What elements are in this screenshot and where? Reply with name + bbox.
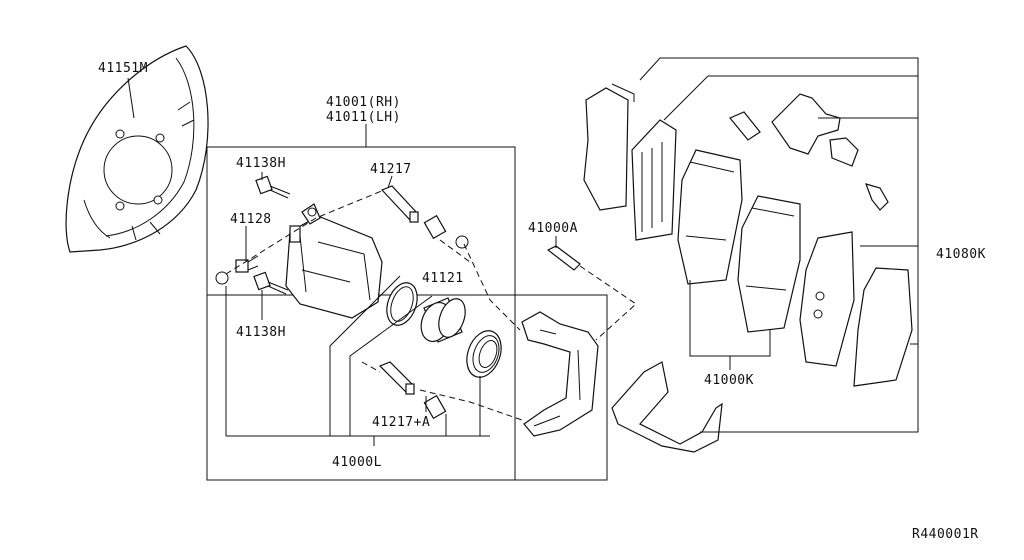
- pin-boot-bottom-part: [423, 394, 447, 420]
- label-41128: 41128: [230, 212, 272, 227]
- brake-pad-outer-part: [677, 149, 743, 285]
- piston-seal-part: [386, 282, 418, 326]
- label-41001-rh: 41001(RH): [326, 95, 401, 110]
- bleeder-screw-part: [215, 255, 259, 285]
- caliper-bracket-part: [521, 245, 599, 437]
- label-41080K: 41080K: [936, 247, 986, 262]
- label-41217: 41217: [370, 162, 412, 177]
- pad-clip-top-part: [729, 93, 889, 211]
- piston-part: [420, 297, 466, 343]
- leader-lines: [127, 57, 919, 446]
- slide-pin-top-part: [380, 185, 419, 223]
- caliper-group-frame: [206, 146, 516, 481]
- label-41138H-bottom: 41138H: [236, 325, 286, 340]
- shim-outer-part: [583, 83, 635, 211]
- brake-pad-inner-part: [737, 195, 801, 333]
- guide-bolt-top-part: [255, 175, 291, 199]
- caliper-body-part: [285, 203, 383, 319]
- pad-clip-bottom-part: [611, 361, 723, 453]
- label-41138H-top: 41138H: [236, 156, 286, 171]
- label-41217A: 41217+A: [372, 415, 430, 430]
- shim-kit-a-part: [799, 231, 855, 367]
- guide-bolt-bottom-part: [253, 271, 289, 295]
- label-41121: 41121: [422, 271, 464, 286]
- assembly-dashed-lines: [225, 189, 637, 421]
- label-41000K: 41000K: [704, 373, 754, 388]
- pin-boot-top-part: [423, 214, 469, 249]
- label-41000A: 41000A: [528, 221, 578, 236]
- dust-shield-part: [65, 45, 209, 253]
- label-41000L: 41000L: [332, 455, 382, 470]
- shim-kit-b-part: [853, 267, 913, 387]
- slide-pin-bottom-part: [378, 361, 415, 395]
- piston-boot-part: [466, 330, 502, 378]
- label-41011-lh: 41011(LH): [326, 110, 401, 125]
- diagram-reference-code: R440001R: [912, 527, 979, 542]
- shim-inner-part: [631, 119, 677, 241]
- label-41151M: 41151M: [98, 61, 148, 76]
